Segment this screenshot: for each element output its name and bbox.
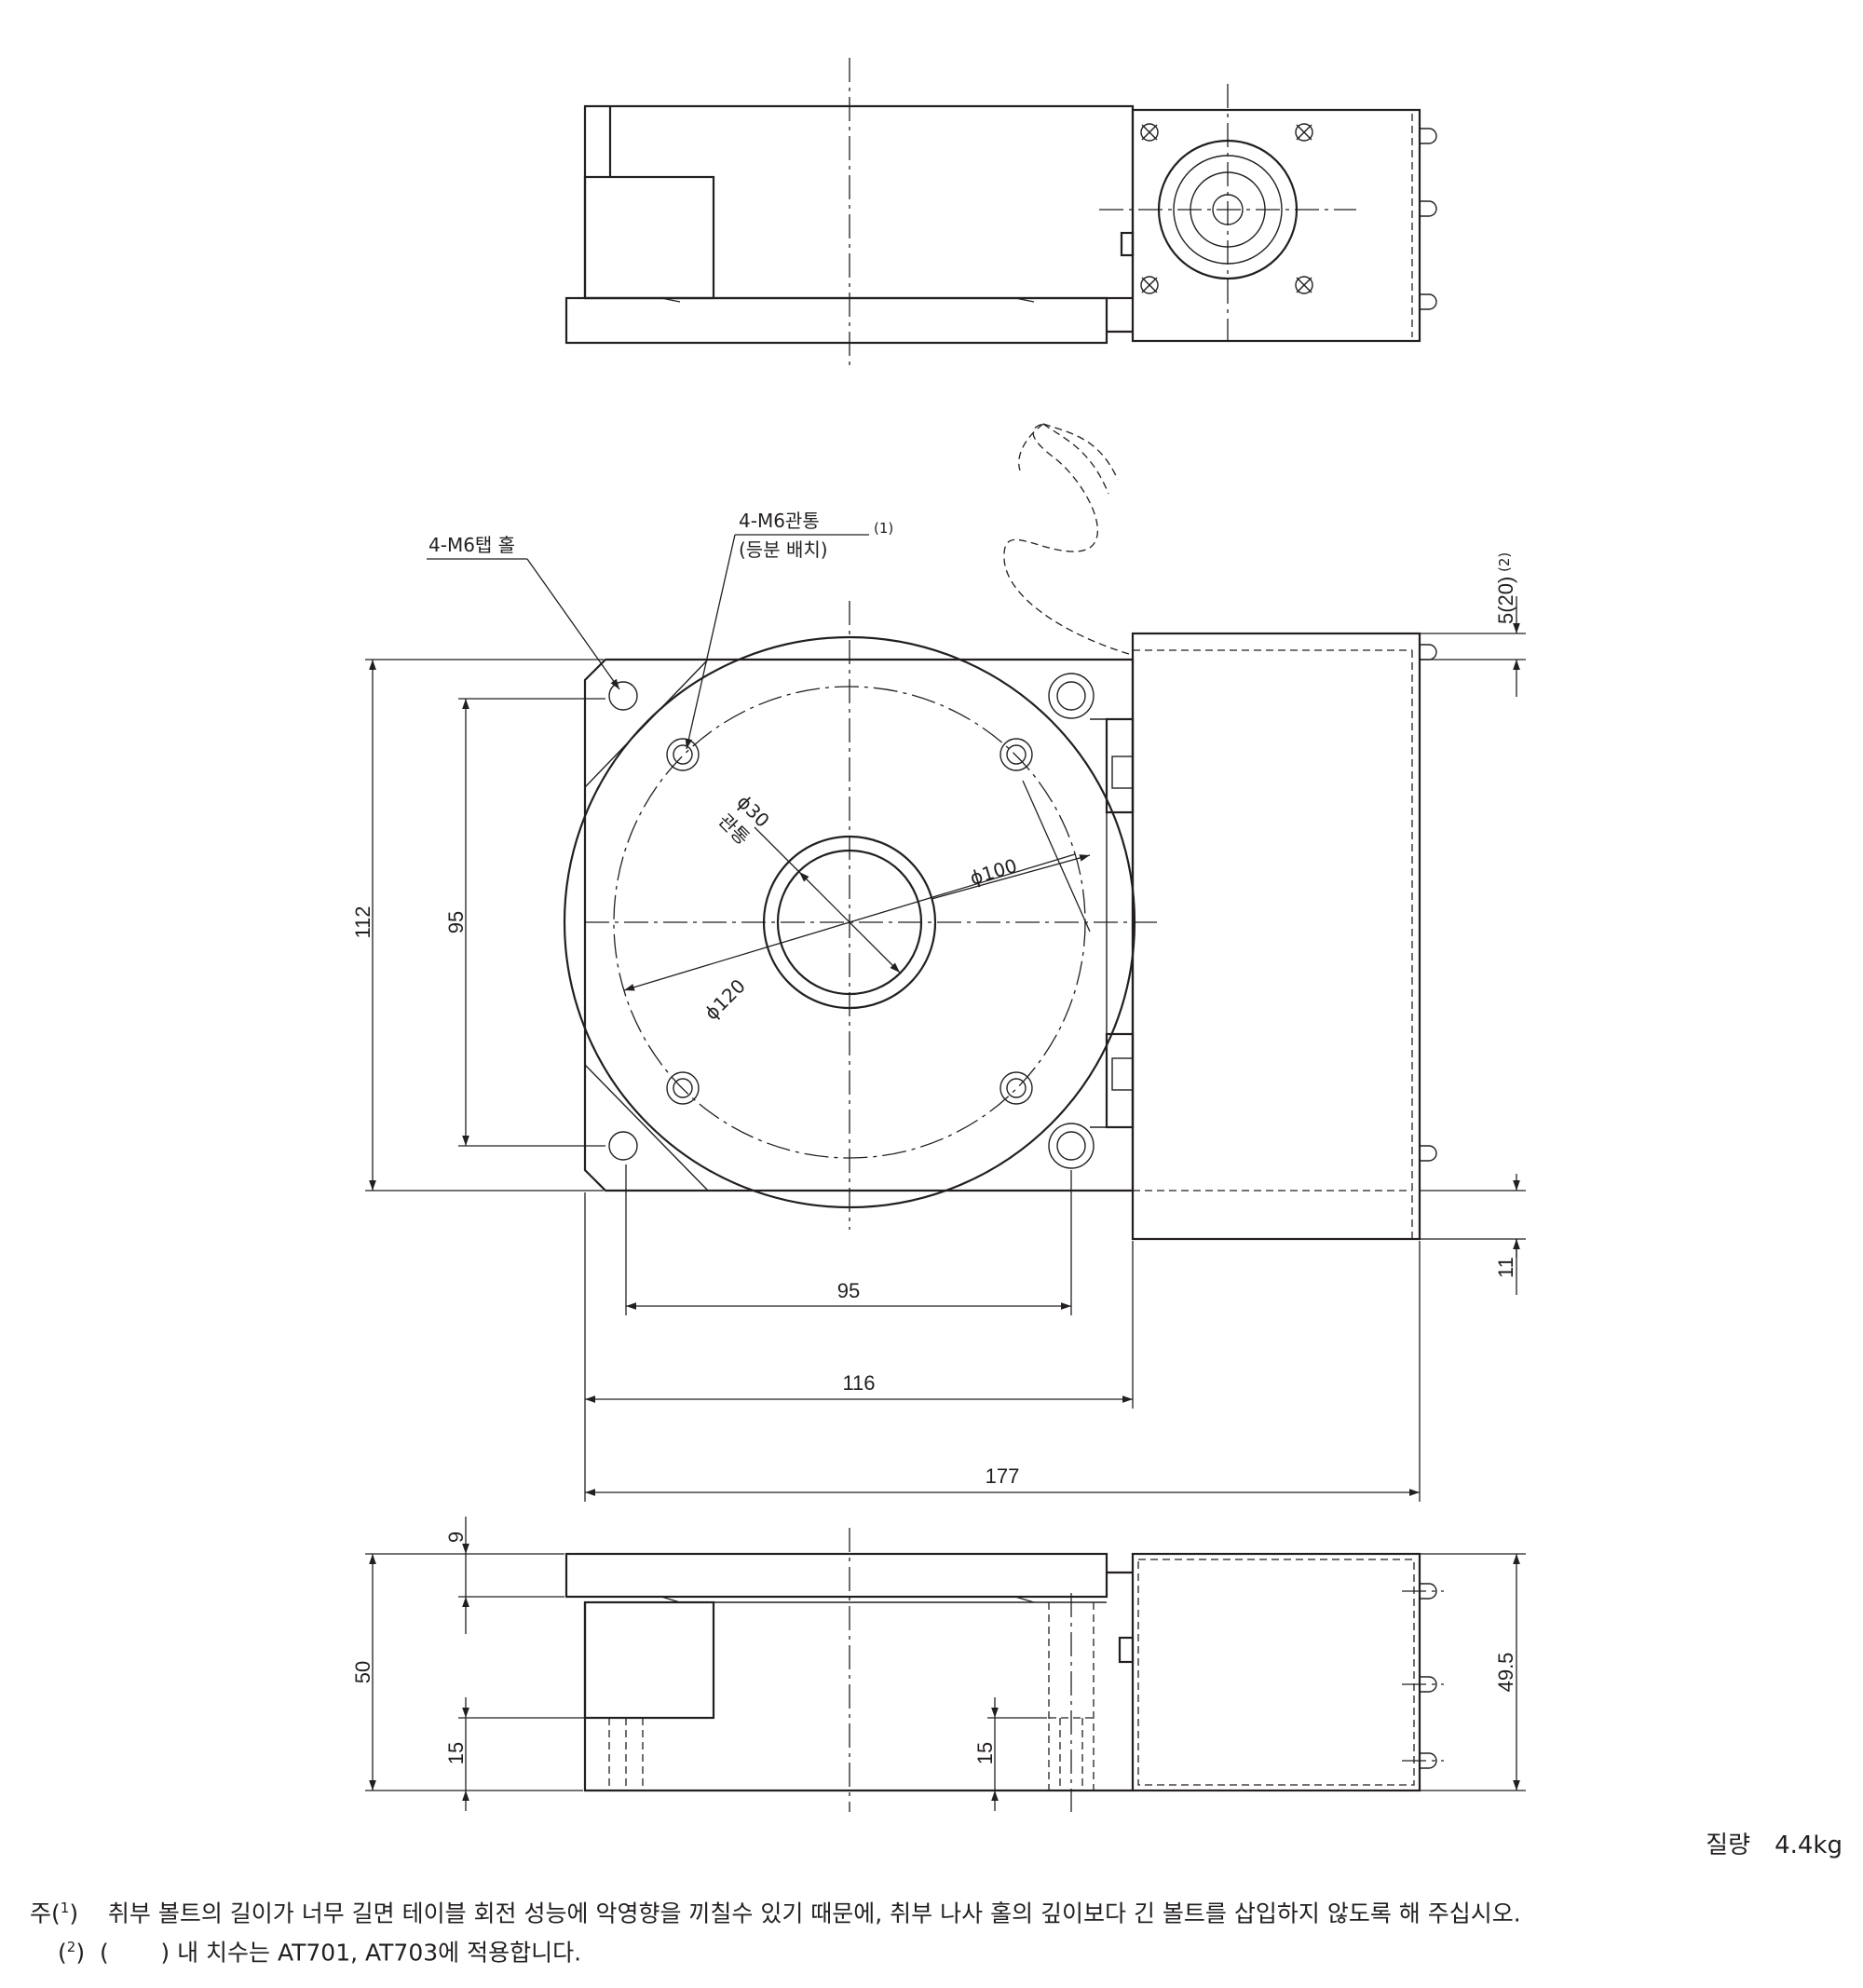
tap-hole-label: 4-M6탭 홀 (428, 534, 515, 556)
dim-11: 11 (1494, 1257, 1517, 1278)
dim-15-mid: 15 (973, 1742, 997, 1764)
bolt-symbols (1140, 123, 1313, 294)
dim-112: 112 (351, 905, 374, 938)
through-holes (666, 738, 1033, 1105)
note-ref-1: (1) (874, 520, 893, 537)
weight-label: 질량 (1706, 1831, 1751, 1859)
weight-value: 4.4kg (1775, 1831, 1843, 1859)
cable (1003, 423, 1130, 655)
dim-9: 9 (444, 1532, 468, 1543)
dim-177: 177 (986, 1464, 1020, 1488)
note-2-paren: ( ) (99, 1939, 170, 1967)
note-1: 주(1) 취부 볼트의 길이가 너무 길면 테이블 회전 성능에 악영향을 끼칠… (30, 1899, 1521, 1927)
notes: 주(1) 취부 볼트의 길이가 너무 길면 테이블 회전 성능에 악영향을 끼칠… (30, 1891, 1846, 1970)
note-1-text: 취부 볼트의 길이가 너무 길면 테이블 회전 성능에 악영향을 끼칠수 있기 … (107, 1899, 1521, 1927)
dia-120-label: ϕ120 (700, 974, 750, 1024)
plan-dimensions: 112 95 95 116 177 5(20) (2) 11 (351, 552, 1526, 1502)
dim-15-left: 15 (444, 1742, 468, 1764)
tap-holes (608, 673, 1095, 1169)
dim-49-5: 49.5 (1494, 1653, 1517, 1693)
dim-50: 50 (351, 1661, 374, 1683)
plan-view (563, 423, 1437, 1241)
note-1-ref: 1 (60, 1899, 70, 1916)
note-2-text: 내 치수는 AT701, AT703에 적용합니다. (177, 1939, 582, 1967)
motor-housing (1131, 632, 1421, 1241)
note-2-ref: 2 (66, 1939, 76, 1956)
side-dimensions: 50 9 15 15 49.5 (351, 1517, 1526, 1811)
through-hole-label: 4-M6관통 (739, 510, 820, 532)
dim-116: 116 (842, 1371, 875, 1395)
dim-5-20: 5(20) (1494, 577, 1517, 624)
side-view (564, 1528, 1444, 1812)
through-hole-arrangement: (등분 배치) (739, 538, 828, 561)
dim-95-horizontal: 95 (837, 1279, 860, 1302)
side-connectors (1420, 128, 1437, 310)
note-ref-2: (2) (1496, 552, 1513, 572)
weight: 질량 4.4kg (1706, 1826, 1843, 1860)
plan-annotations: 4-M6탭 홀 4-M6관통 (등분 배치) (1) ϕ30 관통 ϕ100 ϕ… (427, 510, 1091, 1025)
dim-95-vertical: 95 (444, 911, 468, 933)
note-2: (2) ( ) 내 치수는 AT701, AT703에 적용합니다. (58, 1939, 582, 1967)
top-view (564, 58, 1437, 368)
note-prefix: 주 (30, 1899, 52, 1927)
